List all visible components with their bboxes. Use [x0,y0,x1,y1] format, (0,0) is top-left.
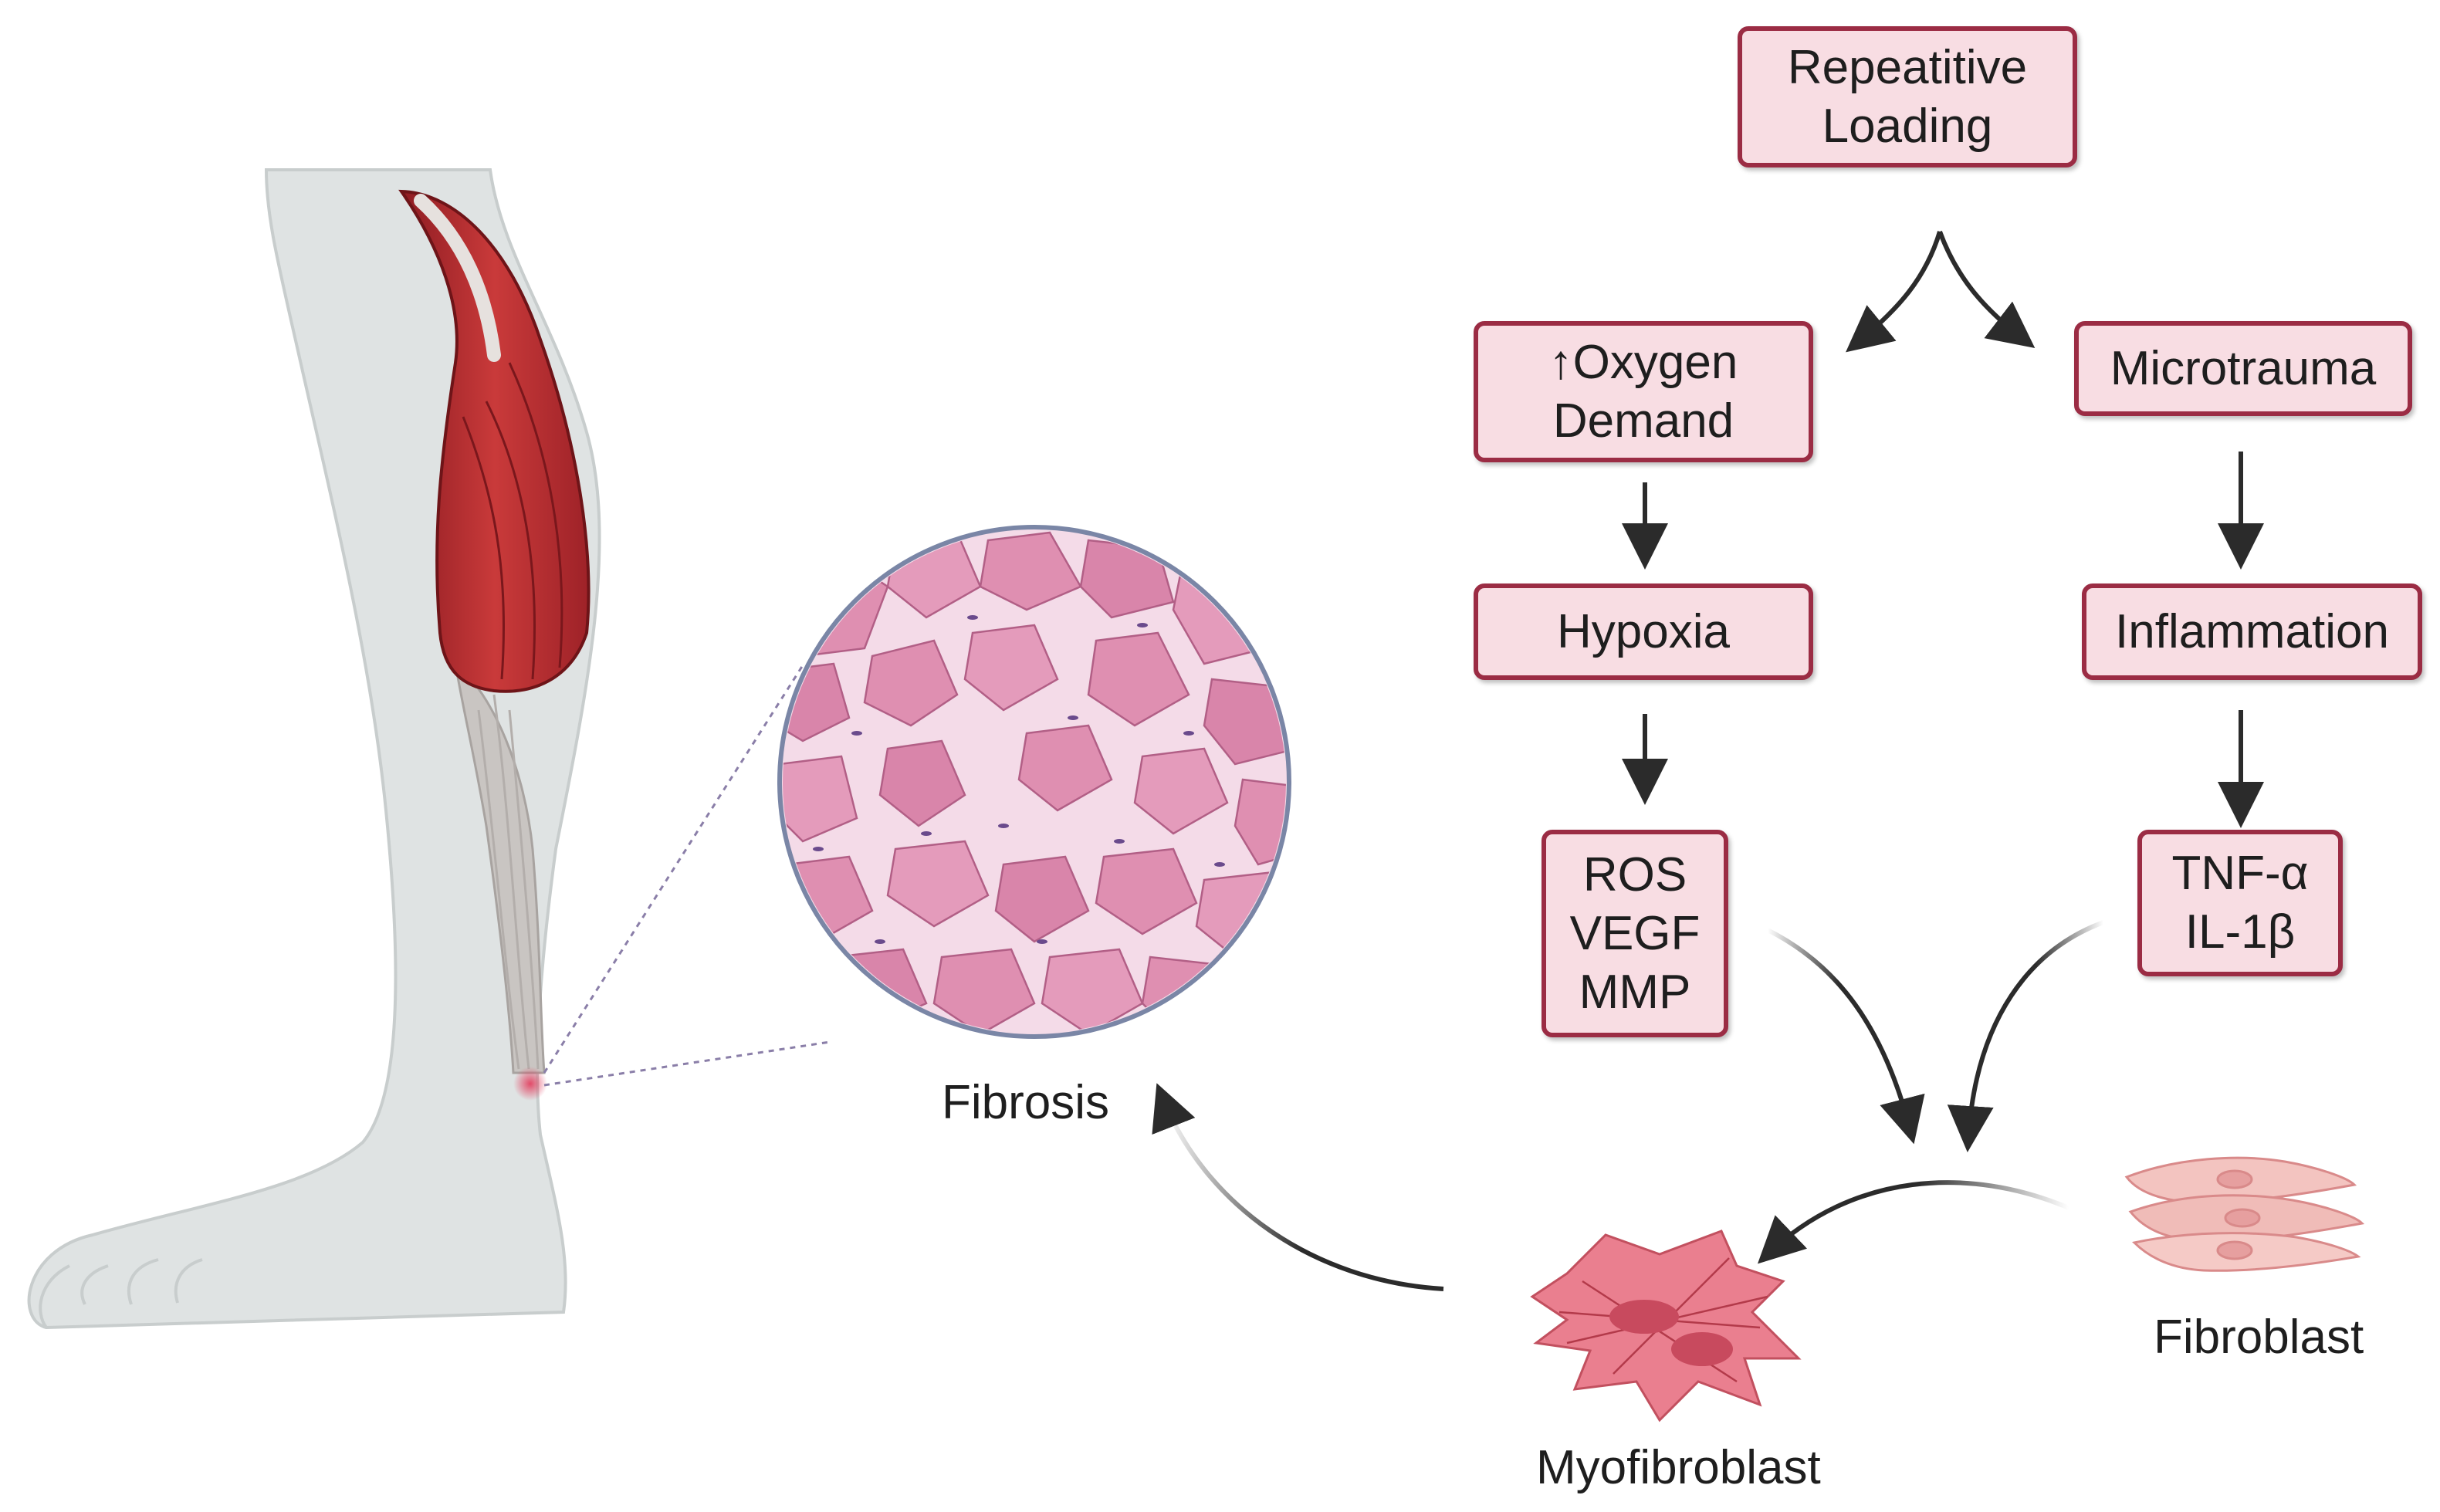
label-fibrosis: Fibrosis [942,1076,1110,1129]
flow-arrows [1152,230,2264,1291]
node-ros-vegf-mmp: ROS VEGF MMP [1541,830,1728,1037]
arrow-ros-to-convergence [1766,928,1925,1145]
zoom-line-lower [543,1040,831,1087]
arrow-fibroblast-to-myofibroblast [1757,1180,2070,1264]
fibroblast-cells [2124,1156,2365,1272]
calf-muscle [398,189,591,693]
arrow-loading-to-microtrauma [1937,230,2036,348]
arrow-tnf-to-convergence [1947,920,2105,1152]
label-fibroblast: Fibroblast [2154,1311,2364,1364]
node-ros-vegf-mmp-text: ROS VEGF MMP [1569,847,1701,1019]
node-tnf-il1-text: TNF-α IL-1β [2171,847,2309,959]
fibrosis-tissue-magnifier [777,525,1291,1039]
node-repetitive-loading-text: Repeatitive Loading [1787,40,2028,153]
node-tnf-il1: TNF-α IL-1β [2137,830,2343,976]
label-myofibroblast: Myofibroblast [1536,1441,1821,1494]
injury-site-highlight [513,1067,547,1101]
node-hypoxia: Hypoxia [1474,583,1813,680]
arrow-loading-to-oxygen [1846,231,1942,353]
node-inflammation-text: Inflammation [2115,604,2389,658]
node-hypoxia-text: Hypoxia [1557,604,1730,658]
node-oxygen-demand-text: ↑Oxygen Demand [1548,335,1738,448]
arrow-myofibroblast-to-fibrosis [1152,1083,1444,1291]
node-microtrauma-text: Microtrauma [2110,341,2377,395]
zoom-line-upper [543,665,804,1074]
myofibroblast-cell [1530,1230,1802,1422]
node-oxygen-demand: ↑Oxygen Demand [1474,321,1813,462]
achilles-tendon [453,661,546,1074]
node-inflammation: Inflammation [2082,583,2422,680]
node-microtrauma: Microtrauma [2074,321,2412,416]
node-repetitive-loading: Repeatitive Loading [1738,26,2077,167]
